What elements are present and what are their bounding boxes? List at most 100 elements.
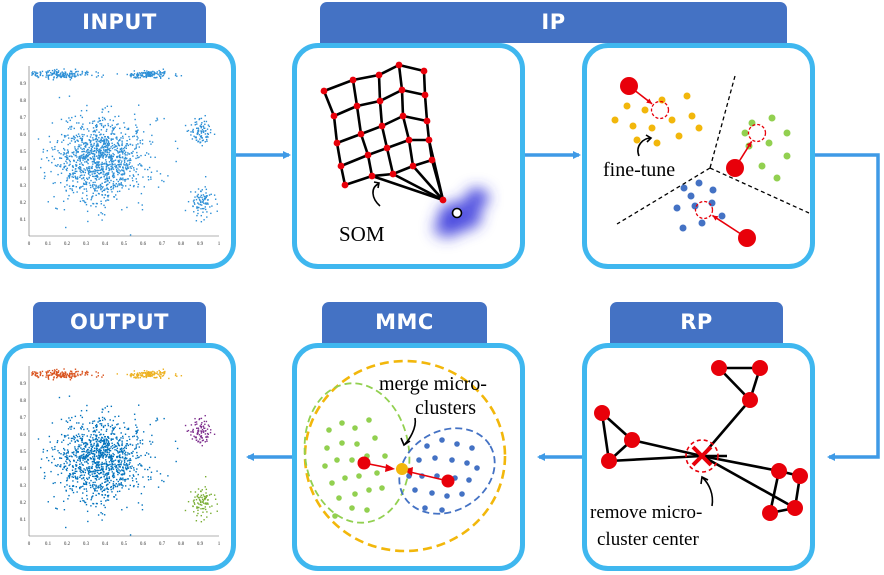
scatter-point: [42, 74, 44, 77]
scatter-point: [129, 470, 131, 473]
scatter-point: [99, 434, 101, 436]
scatter-point: [135, 181, 138, 183]
scatter-point: [76, 122, 78, 124]
cluster-point: [698, 219, 706, 227]
scatter-point: [93, 147, 96, 149]
scatter-point: [102, 146, 105, 149]
scatter-point: [90, 151, 92, 153]
scatter-point: [64, 71, 66, 73]
scatter-point: [117, 484, 119, 486]
graph-node: [787, 500, 803, 516]
scatter-point: [62, 439, 65, 441]
scatter-point: [204, 496, 207, 498]
scatter-point: [97, 75, 99, 77]
scatter-point: [52, 72, 54, 75]
scatter-point: [101, 513, 104, 515]
scatter-point: [115, 449, 118, 451]
scatter-point: [119, 427, 121, 430]
x-tick-label: 0.7: [159, 542, 166, 547]
scatter-point: [122, 137, 124, 139]
som-node: [439, 196, 447, 204]
scatter-point: [98, 167, 101, 169]
merge-pointer-arrow: [404, 417, 417, 445]
scatter-point: [84, 374, 86, 376]
scatter-point: [146, 70, 148, 72]
scatter-point: [111, 424, 113, 426]
scatter-point: [163, 480, 165, 483]
som-node: [405, 136, 413, 144]
scatter-point: [120, 432, 122, 434]
scatter-point: [136, 376, 138, 378]
scatter-point: [51, 161, 53, 164]
scatter-point: [126, 206, 128, 209]
scatter-point: [115, 466, 118, 468]
scatter-point: [77, 370, 79, 373]
scatter-point: [149, 456, 152, 458]
scatter-point: [139, 442, 142, 444]
scatter-point: [199, 201, 202, 204]
scatter-point: [49, 374, 51, 376]
scatter-point: [67, 452, 69, 454]
scatter-point: [108, 150, 111, 152]
scatter-point: [195, 437, 197, 439]
scatter-point: [104, 407, 106, 409]
scatter-point: [107, 440, 109, 442]
scatter-point: [116, 436, 118, 439]
cluster-point: [469, 445, 475, 451]
scatter-point: [92, 152, 94, 155]
scatter-point: [147, 153, 150, 155]
scatter-point: [68, 375, 71, 378]
scatter-point: [81, 148, 83, 151]
scatter-point: [112, 452, 114, 455]
scatter-point: [108, 156, 110, 159]
scatter-point: [87, 458, 89, 461]
som-edge: [333, 104, 358, 118]
scatter-point: [95, 150, 97, 152]
scatter-point: [204, 141, 206, 143]
scatter-point: [92, 471, 94, 473]
y-tick-label: 0.7: [20, 416, 27, 421]
scatter-point: [43, 177, 46, 180]
scatter-point: [110, 105, 113, 108]
scatter-point: [126, 454, 128, 456]
scatter-point: [82, 164, 84, 166]
scatter-point: [102, 154, 105, 157]
scatter-point: [120, 462, 123, 464]
scatter-point: [54, 464, 57, 467]
scatter-point: [148, 466, 151, 469]
scatter-point: [106, 180, 109, 182]
scatter-point: [146, 372, 148, 374]
scatter-point: [111, 463, 113, 465]
scatter-point: [128, 463, 130, 466]
header-mmc: MMC: [322, 302, 487, 343]
scatter-point: [77, 467, 80, 469]
scatter-point: [56, 368, 58, 371]
scatter-point: [131, 144, 134, 146]
y-tick-label: 0.9: [20, 382, 27, 387]
graph-edge: [600, 412, 611, 462]
scatter-point: [163, 72, 166, 74]
scatter-point: [60, 472, 63, 474]
scatter-point: [126, 128, 128, 130]
scatter-point: [108, 443, 110, 445]
scatter-point: [106, 465, 109, 467]
scatter-point: [194, 491, 197, 493]
scatter-point: [163, 117, 165, 120]
scatter-point: [69, 370, 72, 372]
scatter-point: [206, 135, 208, 138]
scatter-point: [67, 150, 69, 153]
scatter-point: [98, 158, 101, 160]
scatter-point: [94, 425, 97, 427]
scatter-point: [31, 372, 33, 374]
scatter-point: [105, 477, 108, 480]
scatter-point: [105, 484, 108, 487]
scatter-point: [102, 155, 104, 158]
y-tick-label: 0.8: [20, 99, 27, 104]
scatter-point: [83, 128, 85, 131]
scatter-point: [100, 488, 102, 490]
scatter-point: [60, 75, 63, 78]
scatter-point: [116, 138, 118, 140]
scatter-point: [197, 141, 199, 143]
scatter-point: [94, 488, 96, 490]
scatter-point: [137, 464, 139, 466]
